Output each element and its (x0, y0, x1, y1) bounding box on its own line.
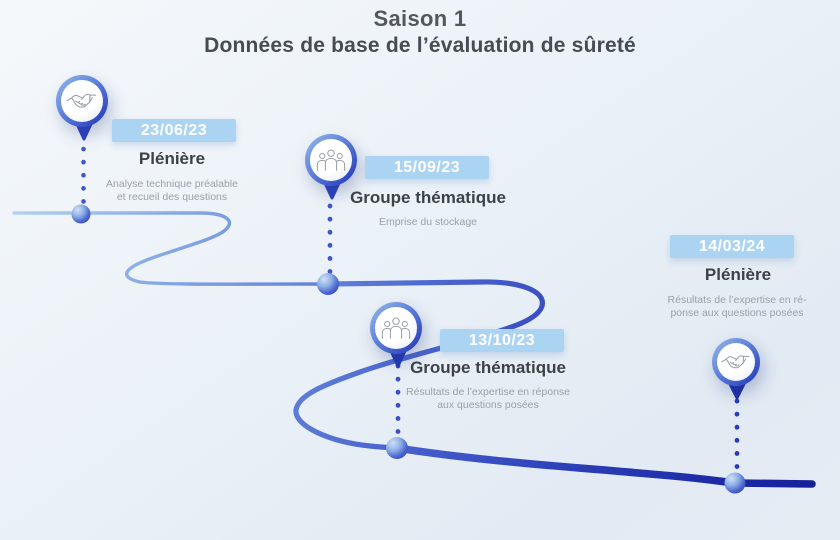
date-badge-1: 23/06/23 (112, 119, 236, 142)
header: Saison 1 Données de base de l’évaluation… (0, 6, 840, 58)
path-node-3 (386, 437, 408, 459)
milestone-pin-2 (305, 134, 357, 186)
group-icon (381, 317, 411, 339)
date-badge-label: 15/09/23 (393, 158, 461, 176)
date-badge-4: 14/03/24 (670, 235, 794, 258)
page-title: Saison 1 (373, 6, 467, 31)
milestone-description-1: Analyse technique préalable et recueil d… (106, 178, 238, 203)
milestone-description-4: Résultats de l’expertise en ré- ponse au… (667, 294, 807, 319)
path-node-4 (724, 472, 746, 494)
milestone-title-4: Plénière (704, 265, 772, 284)
milestone-description-2: Emprise du stockage (378, 216, 478, 228)
date-badge-label: 13/10/23 (468, 331, 536, 349)
milestone-title-2: Groupe thématique (350, 188, 506, 207)
milestone-pin-4 (712, 338, 760, 386)
handshake-icon (721, 355, 750, 369)
date-badge-2: 15/09/23 (365, 156, 489, 179)
path-node-1 (71, 204, 91, 224)
milestone-title-3: Groupe thématique (410, 358, 566, 377)
path-node-2 (317, 273, 339, 295)
milestone-pin-3 (370, 302, 422, 354)
timeline-path-segment-1 (12, 211, 330, 286)
milestone-title-1: Plénière (138, 149, 206, 168)
timeline-path-segment-3 (393, 444, 816, 488)
pin-tail-4 (728, 382, 746, 400)
handshake-icon (66, 94, 97, 108)
group-icon (316, 149, 346, 171)
date-badge-3: 13/10/23 (440, 329, 564, 352)
date-badge-label: 23/06/23 (140, 121, 208, 139)
milestone-pin-1 (56, 75, 108, 127)
milestone-description-3: Résultats de l’expertise en réponse aux … (405, 386, 570, 411)
date-badge-label: 14/03/24 (698, 237, 766, 255)
page-subtitle: Données de base de l’évaluation de sûret… (204, 34, 636, 57)
timeline-path-segment-2 (293, 279, 545, 451)
